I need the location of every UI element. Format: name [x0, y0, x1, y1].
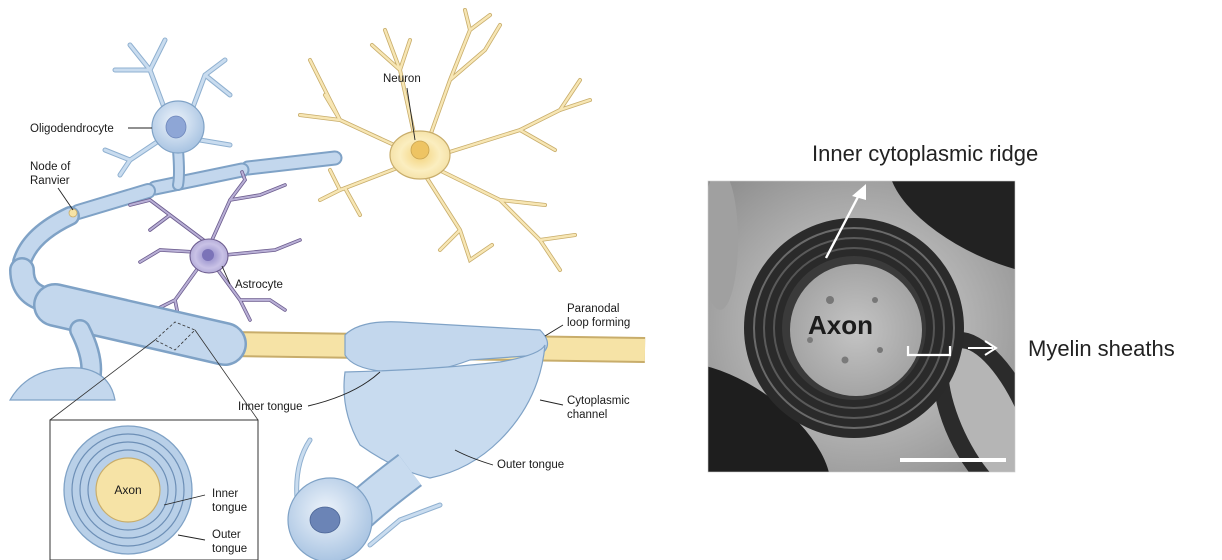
inset-outer-tongue-label-1: Outer	[212, 529, 241, 541]
cytoplasmic-channel-label-2: channel	[567, 409, 607, 421]
paranodal-label-2: loop forming	[567, 317, 630, 329]
neuron-label: Neuron	[383, 73, 421, 85]
paranodal-label-1: Paranodal	[567, 303, 619, 315]
neuron-cell	[300, 10, 590, 270]
node-of-ranvier-label-2: Ranvier	[30, 175, 70, 187]
electron-micrograph: Inner cytoplasmic ridge	[613, 104, 1174, 548]
oligodendrocyte-label: Oligodendrocyte	[30, 123, 114, 135]
cytoplasmic-channel-label-1: Cytoplasmic	[567, 395, 630, 407]
oligodendrocyte-cell	[105, 40, 230, 185]
inner-tongue-label: Inner tongue	[238, 401, 303, 413]
myelination-illustration: Axon Inner tongue Outer tongue Oligodend…	[10, 10, 645, 560]
inset-inner-tongue-label-2: tongue	[212, 502, 247, 514]
micrograph-axon-label: Axon	[808, 310, 873, 340]
inset-outer-tongue-label-2: tongue	[212, 543, 247, 555]
inset-inner-tongue-label-1: Inner	[212, 488, 238, 500]
inner-ridge-label: Inner cytoplasmic ridge	[812, 141, 1038, 166]
diagram-labels: Oligodendrocyte Node of Ranvier Neuron A…	[30, 73, 630, 471]
inset-axon-label: Axon	[114, 483, 141, 497]
node-of-ranvier-label-1: Node of	[30, 161, 71, 173]
outer-tongue-label: Outer tongue	[497, 459, 564, 471]
cross-section-inset: Axon Inner tongue Outer tongue	[50, 420, 258, 560]
myelin-sheaths-label: Myelin sheaths	[1028, 336, 1175, 361]
astrocyte-label: Astrocyte	[235, 279, 283, 291]
